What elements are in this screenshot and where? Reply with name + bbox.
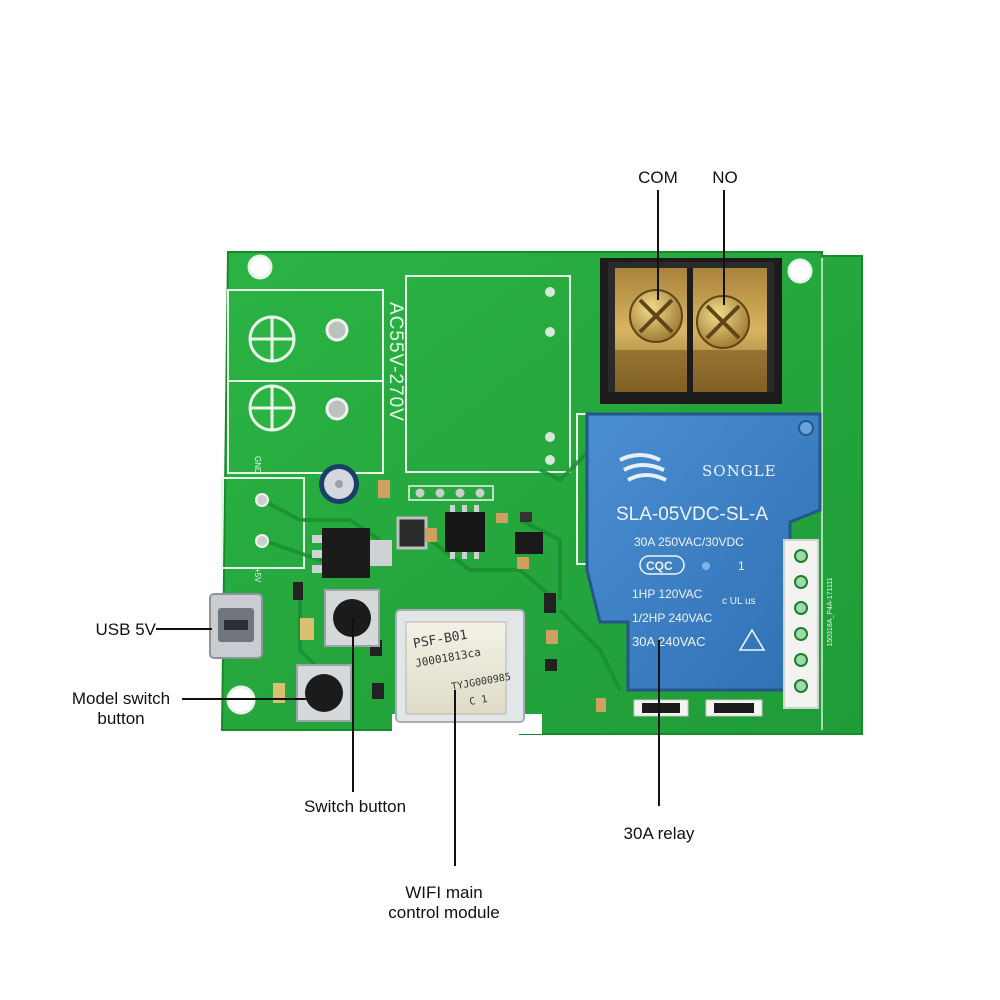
capacitor <box>319 464 359 504</box>
relay-label: 30A relay <box>623 824 695 843</box>
smd-components <box>273 480 606 712</box>
gnd-label: GND <box>253 456 262 474</box>
no-label: NO <box>712 168 738 187</box>
com-label: COM <box>638 168 678 187</box>
relay-ul-mark: c UL us <box>722 596 756 607</box>
relay-cqc: CQC <box>646 559 673 573</box>
pcb-board: AC55V-270V GND +5V <box>209 251 863 735</box>
relay-model: SLA-05VDC-SL-A <box>616 504 768 525</box>
usb-port <box>209 593 263 659</box>
switch-button-label: Switch button <box>303 797 407 816</box>
ac-terminal-pads <box>248 315 349 432</box>
wifi-module-label-line2: control module <box>388 903 500 922</box>
relay-pin-number: 1 <box>738 559 745 573</box>
model-switch-label-line1: Model switch <box>71 689 171 708</box>
mounting-hole <box>787 258 813 284</box>
usb-5v-label: USB 5V <box>95 620 156 639</box>
model-switch-button[interactable] <box>296 664 352 722</box>
callout-lines <box>156 190 725 866</box>
model-switch-label-line2: button <box>97 709 145 728</box>
relay-output-terminal <box>600 258 782 404</box>
mounting-hole <box>247 254 273 280</box>
wifi-module-label-line1: WIFI main <box>405 883 483 902</box>
relay-hp120: 1HP 120VAC <box>632 587 703 601</box>
voltage-label: AC55V-270V <box>385 302 406 422</box>
warning-triangle-icon <box>738 628 766 651</box>
wifi-module: PSF-B01 J0001813ca TYJG000985 C 1 <box>395 609 525 723</box>
wifi-module-label: WIFI main control module <box>362 883 526 923</box>
relay-rating: 30A 250VAC/30VDC <box>634 535 744 549</box>
pcb-side-code: 150318A_P4A-171111 <box>827 577 834 646</box>
model-switch-label: Model switch button <box>58 689 184 729</box>
right-pin-header <box>783 539 819 709</box>
relay-hp240: 1/2HP 240VAC <box>632 611 713 625</box>
plus5v-label: +5V <box>253 568 262 583</box>
header-pads <box>408 485 494 501</box>
relay-brand: SONGLE <box>702 462 777 480</box>
wifi-module-line4: C 1 <box>469 694 489 708</box>
relay: SONGLE SLA-05VDC-SL-A 30A 250VAC/30VDC C… <box>585 412 822 692</box>
relay-amps240: 30A 240VAC <box>632 634 705 649</box>
diodes <box>633 699 763 717</box>
